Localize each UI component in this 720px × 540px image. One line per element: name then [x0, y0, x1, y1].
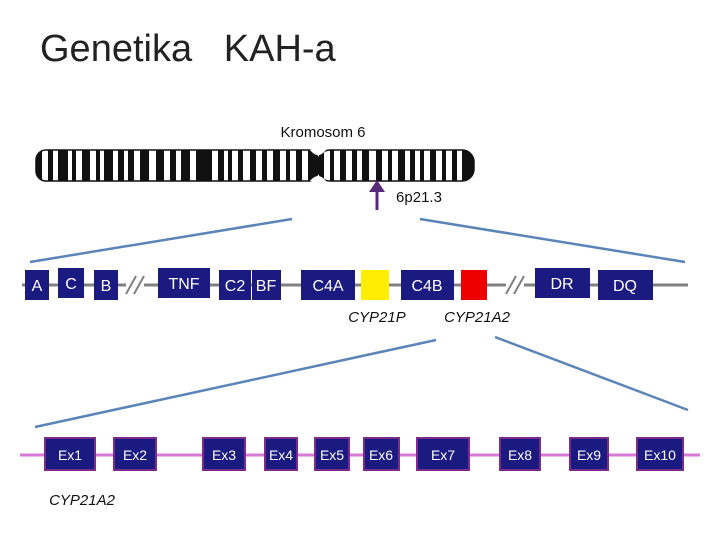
- gene-box-b: B: [94, 270, 118, 300]
- cyp21p-label: CYP21P: [348, 309, 406, 326]
- gene-box-bf: BF: [252, 270, 281, 300]
- exon-box-9: Ex9: [569, 437, 609, 471]
- slide-title: Genetika KAH-a: [40, 28, 336, 70]
- svg-text:A: A: [32, 278, 43, 295]
- cyp21a2-label: CYP21A2: [444, 309, 511, 326]
- svg-text:Ex9: Ex9: [577, 447, 601, 463]
- locus-arrow: [369, 180, 385, 210]
- gene-box-c4a: C4A: [301, 270, 355, 300]
- svg-text:DR: DR: [550, 276, 573, 293]
- svg-text:B: B: [101, 278, 112, 295]
- cyp21p-box: [361, 270, 389, 300]
- cyp21a2-box: [461, 270, 487, 300]
- exon-box-8: Ex8: [499, 437, 541, 471]
- exon-map-gene-label: CYP21A2: [49, 492, 116, 509]
- locus-label: 6p21.3: [396, 189, 442, 206]
- exon-box-5: Ex5: [314, 437, 350, 471]
- break-mark-right: [505, 275, 525, 295]
- svg-text:Ex1: Ex1: [58, 447, 82, 463]
- svg-text:C4A: C4A: [312, 278, 343, 295]
- svg-text:Ex7: Ex7: [431, 447, 455, 463]
- svg-text:Ex4: Ex4: [269, 447, 293, 463]
- svg-text:C: C: [65, 276, 77, 293]
- gene-box-dq: DQ: [598, 270, 653, 300]
- svg-text:Ex6: Ex6: [369, 447, 393, 463]
- svg-text:DQ: DQ: [613, 278, 637, 295]
- exon-box-3: Ex3: [202, 437, 246, 471]
- exon-box-10: Ex10: [636, 437, 684, 471]
- svg-text:Ex3: Ex3: [212, 447, 236, 463]
- gene-box-tnf: TNF: [158, 268, 210, 298]
- svg-text:Ex8: Ex8: [508, 447, 532, 463]
- exon-box-6: Ex6: [363, 437, 400, 471]
- zoom-connector-exon-left: [34, 338, 437, 429]
- svg-text:BF: BF: [256, 278, 277, 295]
- chromosome-6: [35, 149, 475, 182]
- gene-box-dr: DR: [535, 268, 590, 298]
- chromosome-label: Kromosom 6: [280, 124, 365, 141]
- break-mark-left: [125, 275, 145, 295]
- svg-text:Ex10: Ex10: [644, 447, 676, 463]
- zoom-connector-left: [29, 217, 293, 264]
- svg-text:C2: C2: [225, 278, 246, 295]
- exon-box-2: Ex2: [113, 437, 157, 471]
- zoom-connector-exon-right: [494, 335, 689, 412]
- svg-text:C4B: C4B: [411, 278, 442, 295]
- svg-text:Ex5: Ex5: [320, 447, 344, 463]
- exon-box-7: Ex7: [416, 437, 470, 471]
- gene-box-c4b: C4B: [401, 270, 454, 300]
- svg-text:Ex2: Ex2: [123, 447, 147, 463]
- gene-box-c: C: [58, 268, 84, 298]
- svg-text:TNF: TNF: [168, 276, 199, 293]
- exon-box-4: Ex4: [264, 437, 298, 471]
- exon-box-1: Ex1: [44, 437, 96, 471]
- gene-box-a: A: [25, 270, 49, 300]
- gene-box-c2: C2: [219, 270, 251, 300]
- zoom-connector-right: [419, 217, 686, 264]
